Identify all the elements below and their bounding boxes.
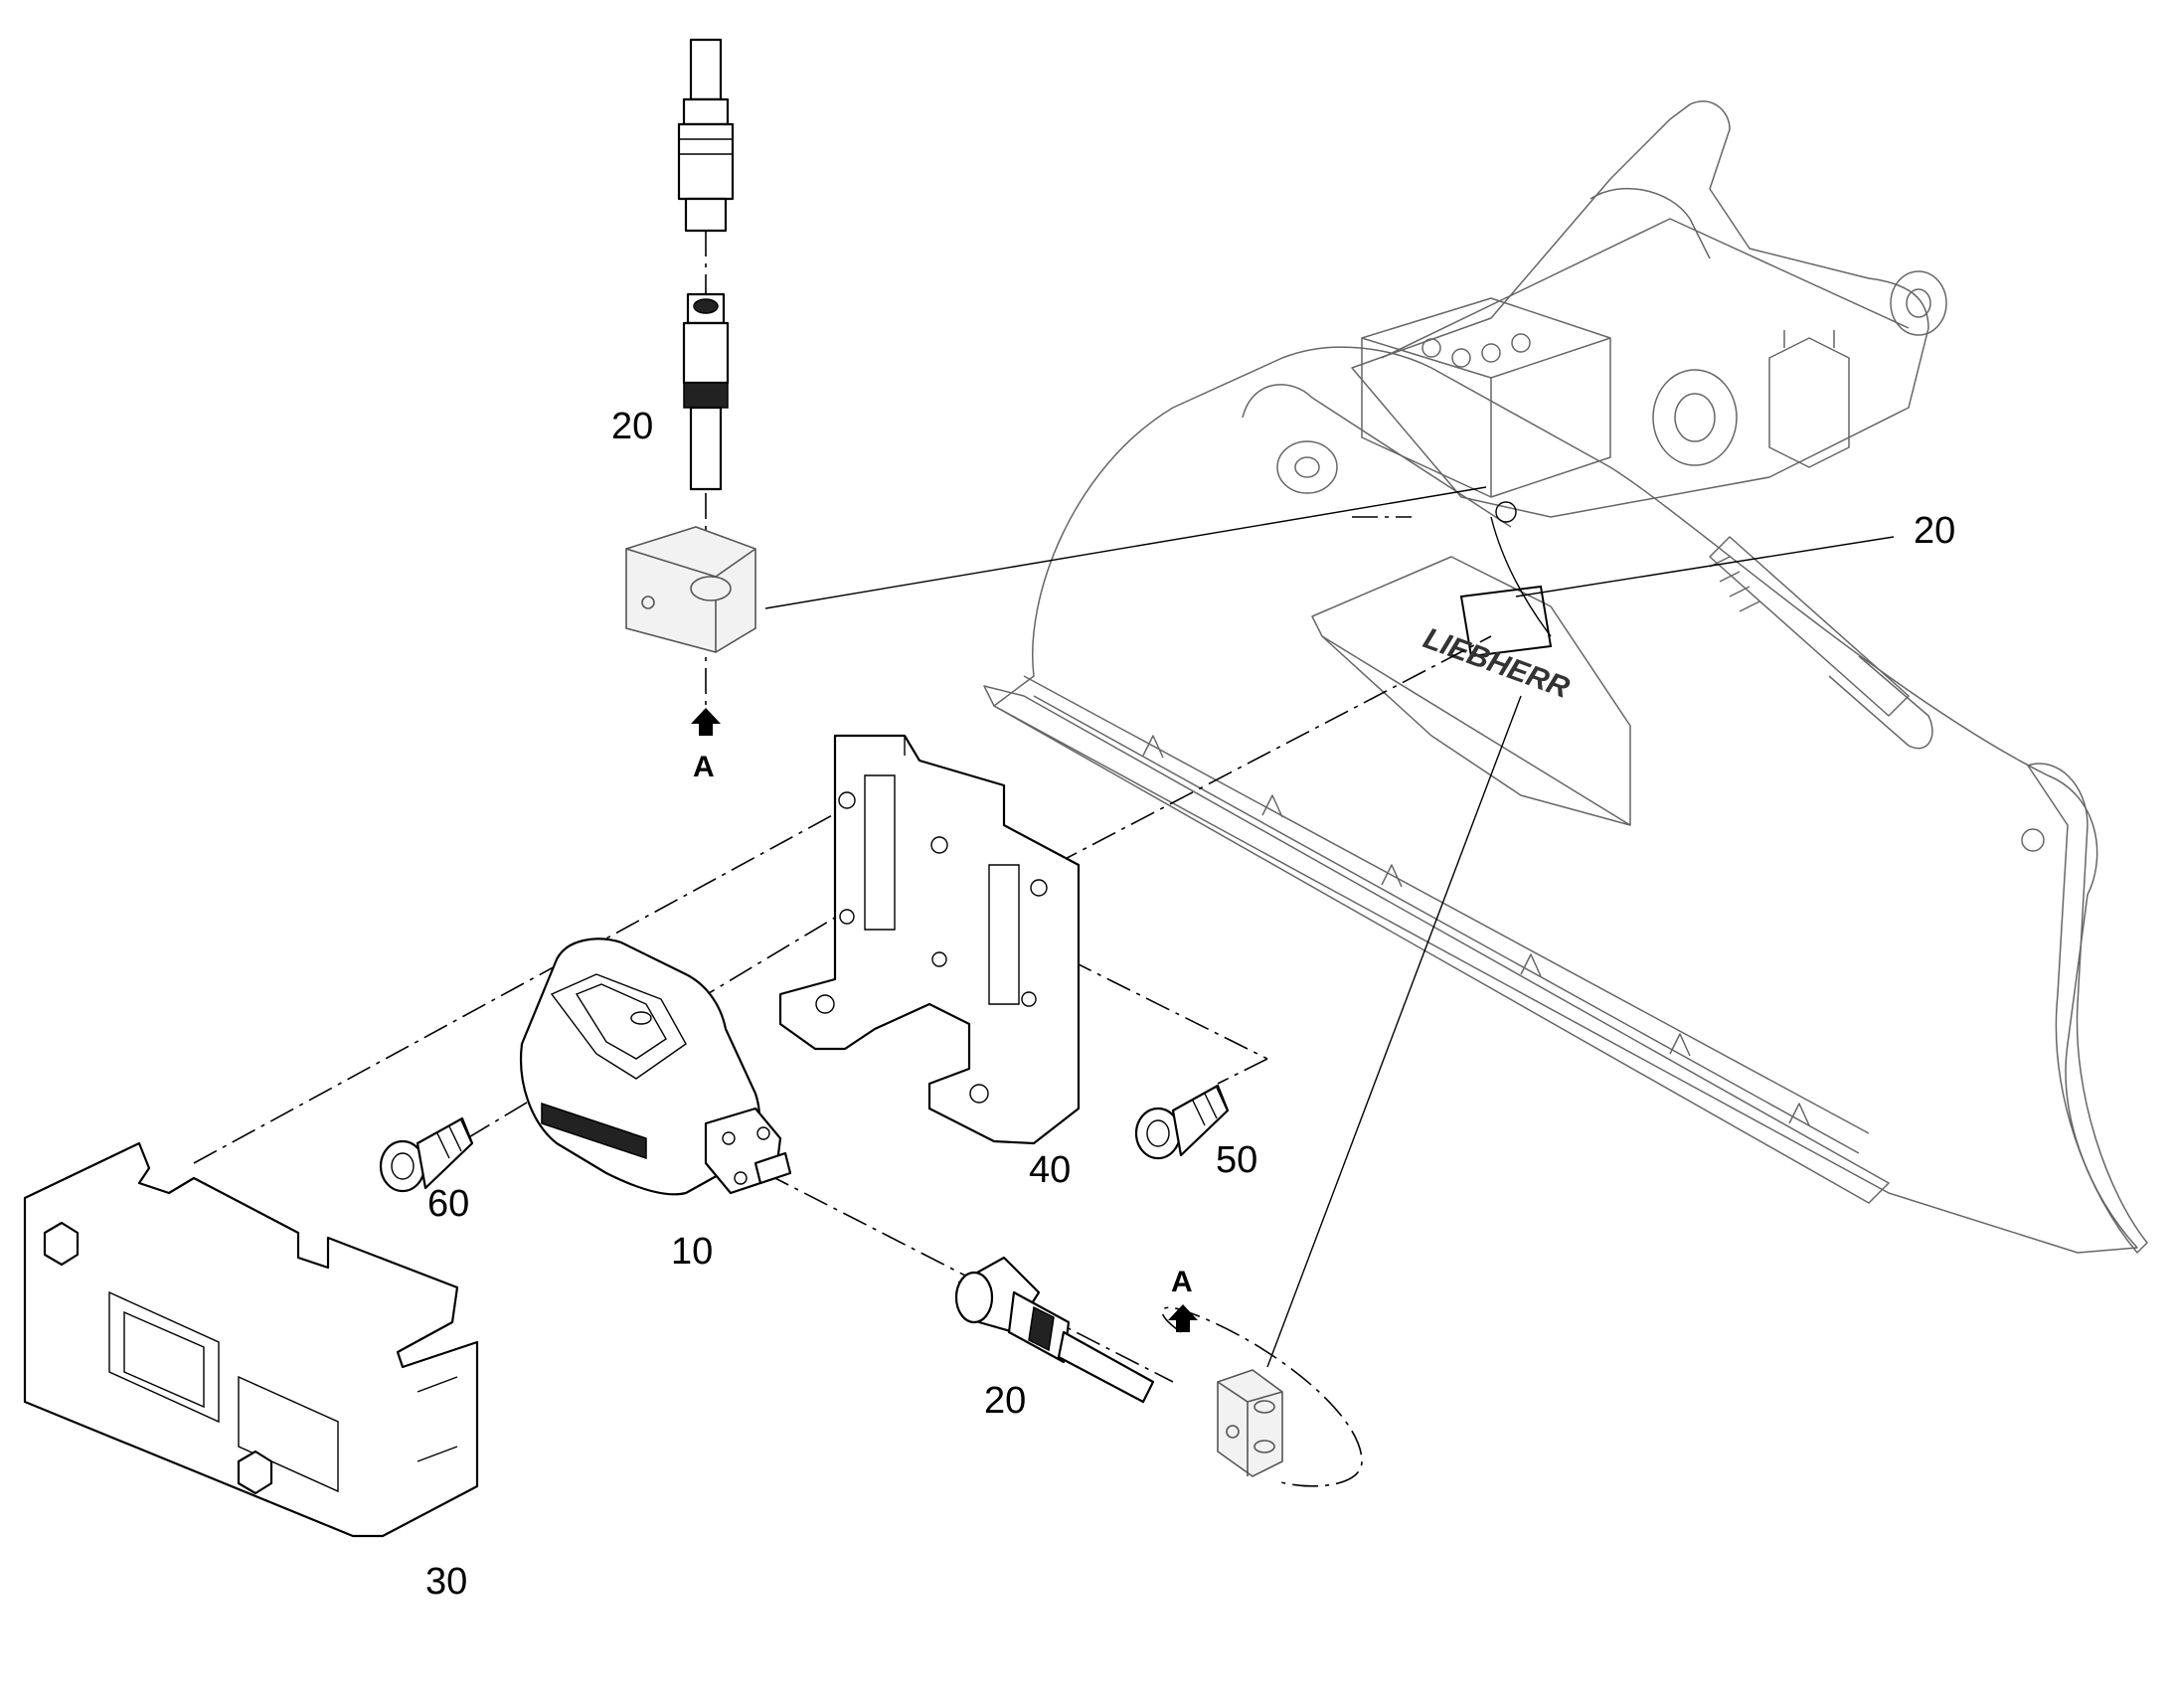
bottom-cable-connector bbox=[954, 1256, 1155, 1404]
screw-left bbox=[379, 1116, 474, 1193]
callout-top-cable: 20 bbox=[611, 406, 654, 447]
view-marker-top: A bbox=[693, 751, 715, 783]
excavator-bucket-assembly bbox=[983, 100, 2148, 1254]
callout-screw-left: 60 bbox=[427, 1183, 470, 1225]
callout-cover: 30 bbox=[425, 1561, 468, 1603]
callout-bottom-cable: 20 bbox=[984, 1380, 1027, 1422]
mounting-bracket bbox=[778, 734, 1081, 1145]
brand-marking: LIEBHERR bbox=[1420, 622, 1575, 706]
leader-lines bbox=[764, 486, 1895, 1368]
bottom-cable-clamp bbox=[1217, 1369, 1283, 1477]
view-marker-bottom: A bbox=[1171, 1266, 1193, 1298]
view-arrow-top bbox=[691, 708, 721, 736]
screw-right bbox=[1134, 1084, 1230, 1160]
top-cable-connector bbox=[677, 38, 735, 491]
callout-screw-right: 50 bbox=[1216, 1139, 1258, 1181]
callout-bracket: 40 bbox=[1029, 1149, 1072, 1191]
sensor-housing bbox=[520, 938, 792, 1196]
callout-sensor: 10 bbox=[671, 1231, 714, 1273]
protective-cover bbox=[23, 1141, 479, 1538]
top-cable-clamp bbox=[625, 526, 756, 653]
view-arrow-bottom bbox=[1168, 1304, 1198, 1332]
callout-machine-cable: 20 bbox=[1914, 510, 1956, 552]
